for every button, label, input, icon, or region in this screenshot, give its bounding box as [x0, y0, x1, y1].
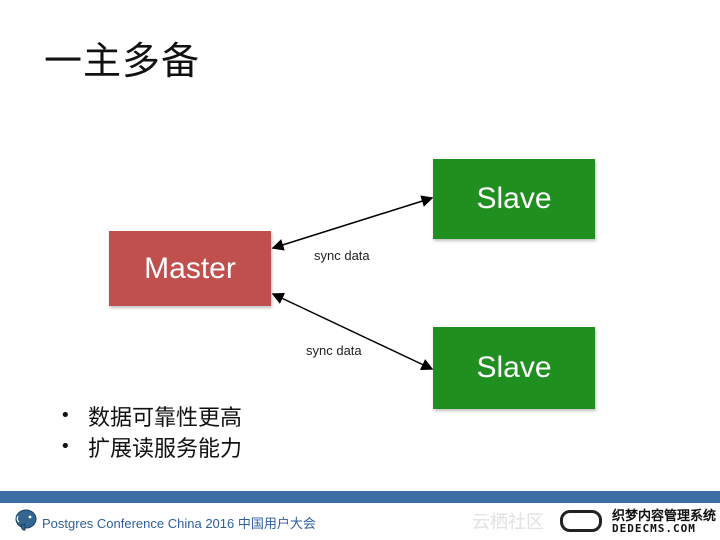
arrow-master-slave-bottom [271, 293, 434, 370]
slide-title: 一主多备 [44, 39, 201, 83]
dedecms-logo-icon [560, 510, 602, 532]
edge-label-bottom: sync data [306, 343, 362, 358]
watermark-yunqi: 云栖社区 [472, 512, 544, 533]
bullet-item: • 扩展读服务能力 [60, 431, 242, 462]
postgres-elephant-icon [15, 509, 37, 531]
bullet-item: • 数据可靠性更高 [60, 400, 242, 431]
bullet-dot: • [60, 436, 71, 457]
bullet-text: 扩展读服务能力 [88, 436, 243, 462]
watermark-line2: DEDECMS.COM [612, 522, 696, 535]
footer-bar [0, 491, 720, 503]
slave-node-bottom: Slave [433, 327, 595, 409]
bullet-text: 数据可靠性更高 [88, 405, 243, 431]
master-node: Master [109, 231, 271, 306]
bullet-list: • 数据可靠性更高 • 扩展读服务能力 [60, 400, 242, 462]
watermark-line1: 织梦内容管理系统 [612, 509, 717, 524]
arrow-master-slave-top [271, 195, 434, 251]
slave-node-top: Slave [433, 159, 595, 239]
bullet-dot: • [60, 405, 71, 426]
master-label: Master [144, 251, 236, 285]
slave-bottom-label: Slave [476, 351, 552, 384]
footer-conference-text: Postgres Conference China 2016 中国用户大会 [42, 516, 316, 531]
edge-label-top: sync data [314, 248, 370, 263]
watermark-dedecms: 织梦内容管理系统 DEDECMS.COM [560, 505, 716, 537]
slave-top-label: Slave [476, 182, 552, 215]
